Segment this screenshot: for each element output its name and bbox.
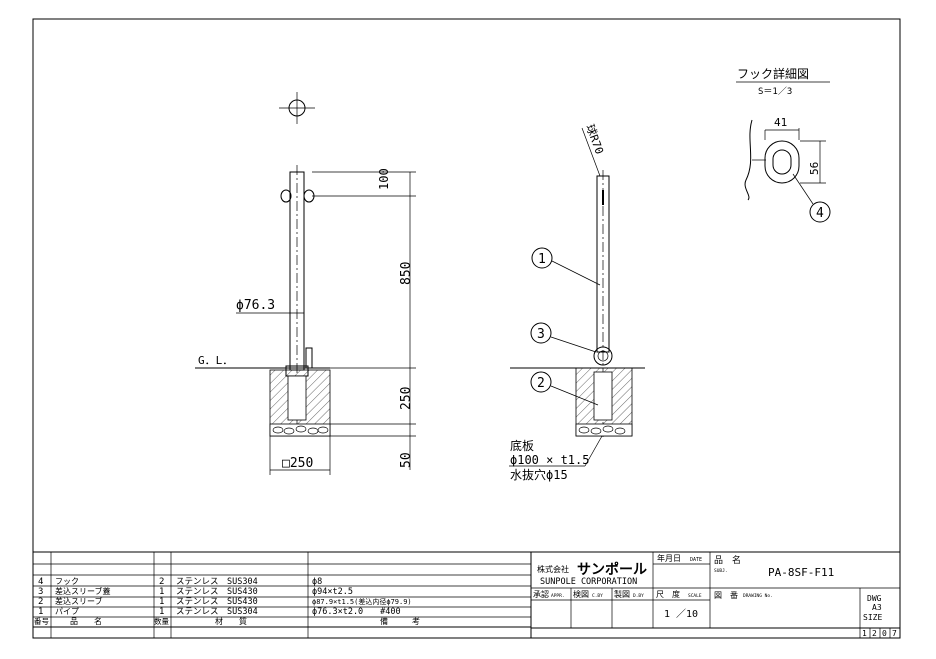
drawn-label: 製図 <box>614 589 630 599</box>
svg-text:ϕ94×t2.5: ϕ94×t2.5 <box>312 587 353 597</box>
sheet-border <box>32 18 901 639</box>
svg-text:差込スリーブ蓋: 差込スリーブ蓋 <box>55 586 111 596</box>
dim-top: 100 <box>377 168 391 190</box>
dim-height: 850 <box>399 262 414 285</box>
hook-width: 41 <box>774 116 787 129</box>
drawing-no-label: 図 番 <box>714 590 738 600</box>
subject-label: 品 名 <box>714 554 741 566</box>
svg-text:2: 2 <box>38 597 43 607</box>
front-view: G．L． 100 850 250 50 ϕ76.3 □250 <box>195 92 416 475</box>
checked-label: 検図 <box>573 589 589 599</box>
svg-text:1: 1 <box>38 607 43 617</box>
approved-label-en: APPR. <box>551 593 565 599</box>
dim-diameter: ϕ76.3 <box>236 298 275 313</box>
svg-text:フック: フック <box>55 577 79 586</box>
company-logo: サンポール <box>577 561 647 578</box>
svg-text:0: 0 <box>882 629 887 638</box>
hook-left-icon <box>280 189 292 203</box>
drawn-label-en: D.BY <box>633 593 644 599</box>
svg-text:ステンレス SUS430: ステンレス SUS430 <box>176 597 258 607</box>
svg-text:品 名: 品 名 <box>70 616 102 626</box>
svg-text:ステンレス SUS304: ステンレス SUS304 <box>176 577 258 587</box>
dim-base: 50 <box>399 452 414 468</box>
size-value: A3 <box>872 603 882 612</box>
svg-text:ステンレス SUS304: ステンレス SUS304 <box>176 607 258 617</box>
dim-embed: 250 <box>399 387 414 410</box>
svg-text:パイプ: パイプ <box>55 607 79 616</box>
size-label: SIZE <box>863 613 882 622</box>
callout-4 <box>809 201 831 223</box>
subject-value: PA-8SF-F11 <box>768 566 834 579</box>
dim-footing: □250 <box>282 456 313 471</box>
title-block: 株式会社 サンポール SUNPOLE CORPORATION 年月日 DATE … <box>530 551 901 639</box>
callout-1-label: 1 <box>538 252 546 267</box>
company-prefix: 株式会社 <box>537 564 569 574</box>
date-label: 年月日 <box>657 553 681 563</box>
date-label-en: DATE <box>690 557 702 563</box>
hook-ring-icon <box>764 140 800 184</box>
top-radius-label: 球R70 <box>583 122 607 156</box>
ground-label: G．L． <box>198 354 233 367</box>
hook-height: 56 <box>808 162 821 175</box>
subject-label-en: SUBJ. <box>714 568 728 574</box>
callout-2-label: 2 <box>537 376 545 391</box>
base-note-size: ϕ100 × t1.5 <box>510 453 589 467</box>
svg-text:ϕ76.3×t2.0 #400: ϕ76.3×t2.0 #400 <box>312 607 401 617</box>
checked-label-en: C.BY <box>592 593 603 599</box>
svg-text:1: 1 <box>159 587 164 597</box>
scale-label-en: SCALE <box>688 593 702 599</box>
center-mark-icon <box>279 92 315 124</box>
sheet-number: 1 2 0 7 <box>859 627 901 639</box>
svg-text:ステンレス SUS430: ステンレス SUS430 <box>176 587 258 597</box>
parts-row-2: 2 差込スリーブ 1 ステンレス SUS430 ϕ87.9×t1.5(差込内径ϕ… <box>38 596 412 607</box>
callout-1 <box>531 247 553 269</box>
concrete-footing <box>269 369 331 437</box>
svg-text:2: 2 <box>159 577 164 587</box>
svg-text:1: 1 <box>159 607 164 617</box>
drawing-no-label-en: DRAWING No. <box>743 593 773 599</box>
sleeve-cap-icon <box>593 346 613 366</box>
scale-label: 尺 度 <box>656 589 680 599</box>
approved-label: 承認 <box>533 589 549 599</box>
callout-2 <box>530 371 552 393</box>
svg-text:4: 4 <box>38 577 43 587</box>
side-view: 球R70 1 3 2 底板 ϕ100 × t1.5 水抜穴ϕ15 <box>509 122 645 482</box>
callout-3 <box>530 322 552 344</box>
callout-3-label: 3 <box>537 327 545 342</box>
hook-detail: フック詳細図 S＝1／3 41 56 4 <box>736 66 831 223</box>
svg-text:ϕ87.9×t1.5(差込内径ϕ79.9): ϕ87.9×t1.5(差込内径ϕ79.9) <box>312 597 412 606</box>
svg-text:7: 7 <box>892 629 897 638</box>
svg-text:1: 1 <box>862 629 867 638</box>
dwg-label: DWG <box>867 594 882 603</box>
svg-text:番号: 番号 <box>34 616 49 626</box>
hook-detail-title: フック詳細図 <box>737 66 809 81</box>
svg-text:3: 3 <box>38 587 43 597</box>
parts-row-1: 1 パイプ 1 ステンレス SUS304 ϕ76.3×t2.0 #400 <box>38 607 401 617</box>
callout-4-label: 4 <box>816 206 824 221</box>
svg-text:備 考: 備 考 <box>380 616 420 626</box>
svg-text:数量: 数量 <box>154 616 169 626</box>
parts-header: 番号 品 名 数量 材 質 備 考 <box>34 616 420 626</box>
svg-text:ϕ8: ϕ8 <box>312 577 322 587</box>
hook-detail-scale: S＝1／3 <box>758 86 792 97</box>
svg-text:2: 2 <box>872 629 877 638</box>
svg-text:材 質: 材 質 <box>215 616 247 626</box>
base-note-title: 底板 <box>510 438 534 453</box>
svg-text:1: 1 <box>159 597 164 607</box>
parts-row-3: 3 差込スリーブ蓋 1 ステンレス SUS430 ϕ94×t2.5 <box>38 586 353 597</box>
parts-table: 4 フック 2 ステンレス SUS304 ϕ8 3 差込スリーブ蓋 1 ステンレ… <box>32 551 532 639</box>
base-note-hole: 水抜穴ϕ15 <box>510 467 568 482</box>
svg-text:差込スリーブ: 差込スリーブ <box>55 596 103 606</box>
company-en: SUNPOLE CORPORATION <box>540 577 637 587</box>
scale-value: 1 ／10 <box>664 608 698 620</box>
parts-row-4: 4 フック 2 ステンレス SUS304 ϕ8 <box>38 577 322 587</box>
